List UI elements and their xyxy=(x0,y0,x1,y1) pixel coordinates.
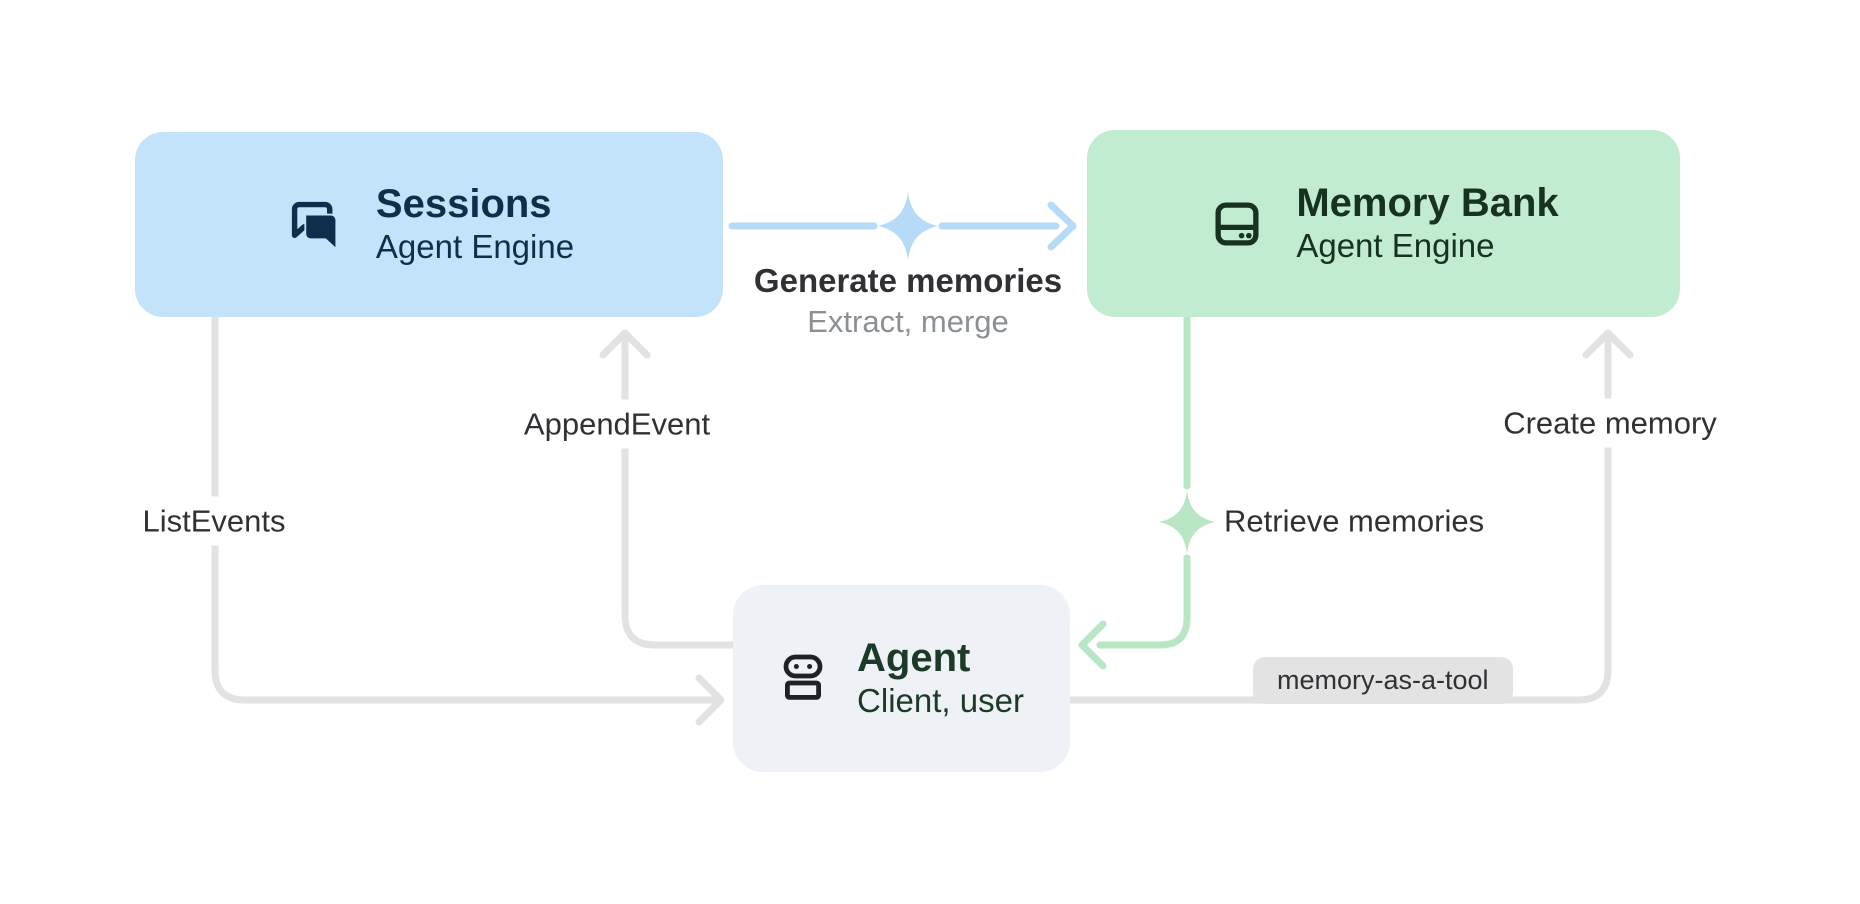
edge-create-memory-line xyxy=(1066,336,1612,704)
chat-forum-icon xyxy=(284,194,346,256)
robot-icon xyxy=(779,651,827,707)
edge-append-event-line xyxy=(621,336,737,649)
arrowhead-up-icon xyxy=(1582,329,1634,359)
sparkle-icon xyxy=(1159,490,1215,554)
arrowhead-right-icon xyxy=(1047,201,1077,251)
node-sessions: Sessions Agent Engine xyxy=(135,132,723,317)
edge-label-retrieve-memories: Retrieve memories xyxy=(1224,503,1485,539)
edge-label-text: Generate memories xyxy=(753,262,1063,299)
sparkle-icon xyxy=(878,192,938,260)
edge-label-append-event: AppendEvent xyxy=(513,399,721,449)
node-subtitle: Agent Engine xyxy=(1296,226,1495,264)
arrowhead-right-icon xyxy=(695,674,725,726)
edge-list-events-line xyxy=(211,313,718,704)
node-subtitle: Client, user xyxy=(857,681,1024,719)
node-title: Agent xyxy=(857,635,971,680)
node-agent: Agent Client, user xyxy=(733,585,1070,772)
arrowhead-up-icon xyxy=(599,329,651,359)
storage-icon xyxy=(1208,195,1266,253)
node-subtitle: Agent Engine xyxy=(375,227,575,265)
edge-label-create-memory: Create memory xyxy=(1493,398,1727,448)
edge-label-list-events: ListEvents xyxy=(132,496,296,546)
node-memory-bank: Memory Bank Agent Engine xyxy=(1087,130,1680,317)
edge-label-generate-memories: Generate memories Extract, merge xyxy=(754,264,1062,337)
edge-sublabel-text: Extract, merge xyxy=(807,304,1009,339)
arrowhead-left-icon xyxy=(1078,620,1107,670)
node-title: Memory Bank xyxy=(1296,180,1559,225)
memory-as-a-tool-badge: memory-as-a-tool xyxy=(1253,657,1513,704)
edge-retrieve-memories-line xyxy=(1096,554,1191,649)
node-title: Sessions xyxy=(375,181,552,226)
